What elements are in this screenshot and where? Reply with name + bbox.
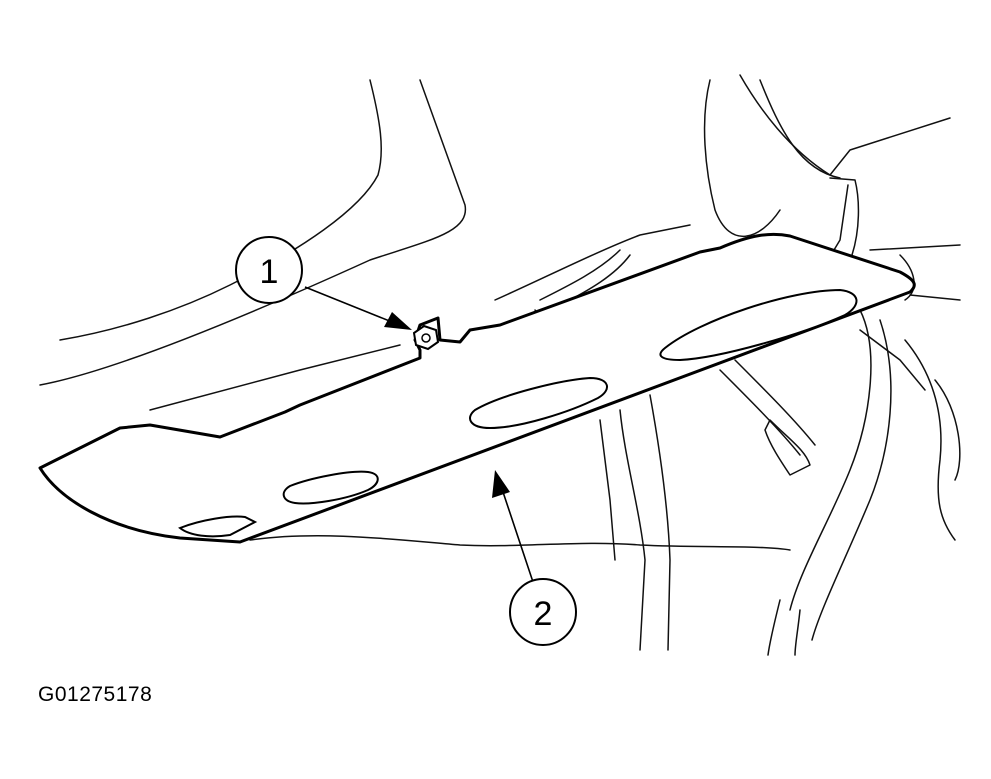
shield-slot-4 [178,515,258,538]
bolt-icon [412,324,440,351]
callout-1-circle [235,236,303,304]
callout-1-label: 1 [260,253,279,291]
callout-2-circle [509,578,577,646]
callout-2: 2 [492,470,577,646]
chassis-components [599,74,961,656]
callout-1: 1 [235,236,412,330]
lower-chassis-edge [249,534,791,551]
shield-slot-3 [282,470,379,505]
callout-1-leader [304,286,393,323]
callout-2-arrowhead [492,470,510,498]
callout-1-arrowhead [384,312,412,330]
vehicle-body-outline [39,79,467,411]
shield-slot-2 [469,376,608,430]
callout-2-label: 2 [534,595,553,633]
underbody-shield-panel [38,232,916,544]
shield-slot-1 [659,288,858,362]
figure-id-label: G01275178 [38,683,153,706]
callout-2-leader [502,491,534,583]
